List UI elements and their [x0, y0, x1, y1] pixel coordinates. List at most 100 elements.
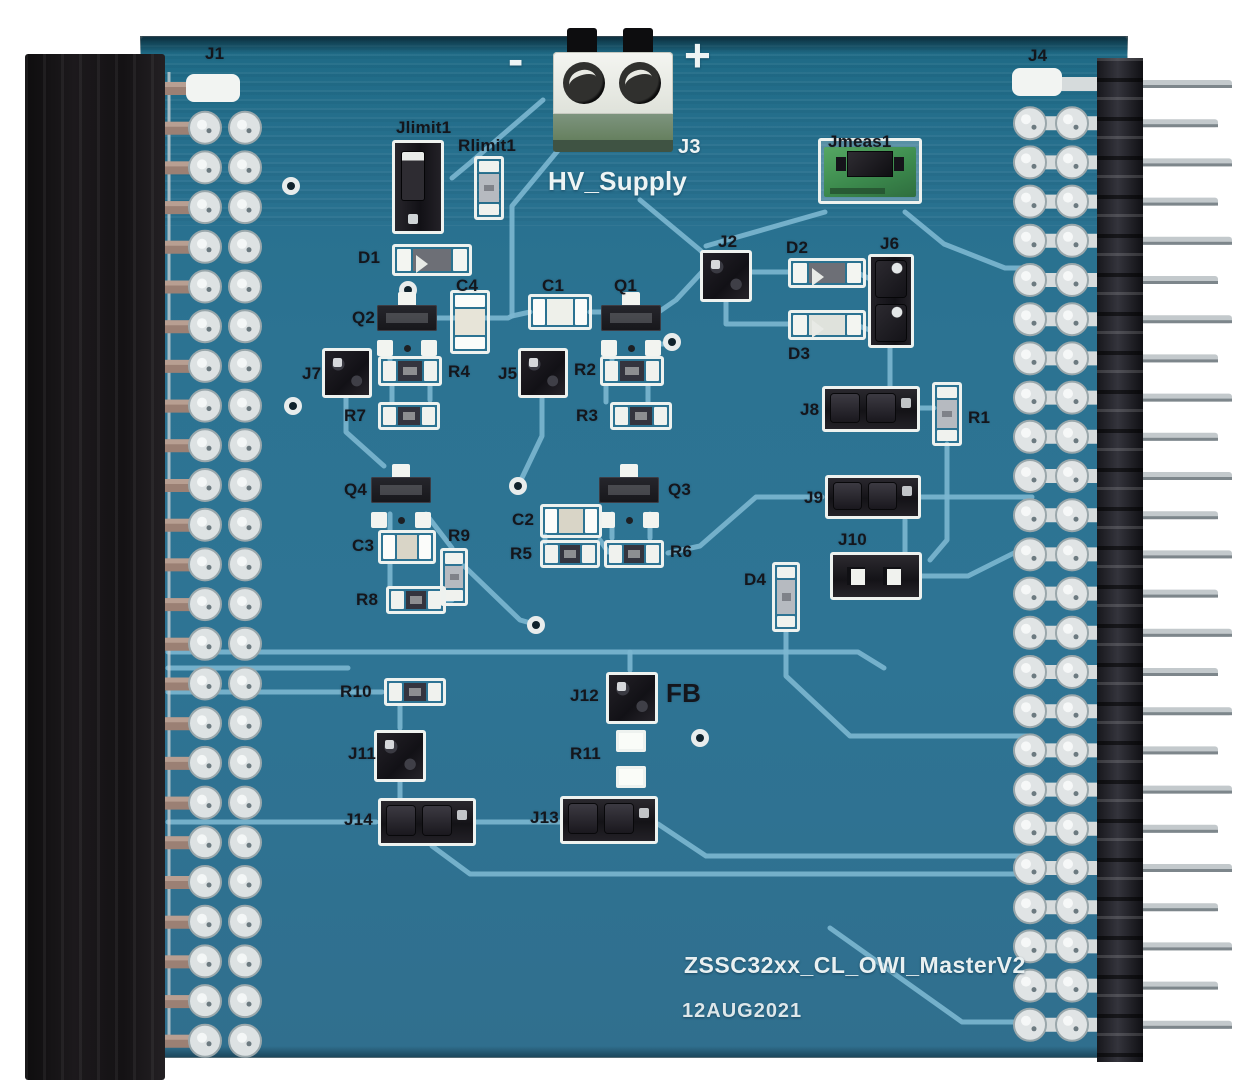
diode-d3 — [788, 310, 866, 340]
designator-q1: Q1 — [614, 276, 638, 295]
copper-trace — [343, 395, 387, 469]
designator-j7: J7 — [302, 364, 322, 383]
jumper-base — [829, 188, 885, 194]
designator-j2: J2 — [718, 232, 738, 251]
designator-d4: D4 — [744, 570, 767, 589]
copper-trace — [915, 541, 1035, 579]
designator-r6: R6 — [670, 542, 693, 561]
copper-trace — [927, 441, 950, 563]
capacitor-c2 — [540, 504, 602, 538]
designator-j13: J13 — [530, 808, 559, 827]
jumper-j13 — [560, 796, 658, 844]
jumper-jlimit1 — [392, 140, 444, 234]
terminal-wire-slot — [623, 28, 653, 56]
resistor-r5 — [540, 540, 600, 568]
transistor-q3 — [596, 464, 662, 528]
diode-d4 — [772, 562, 800, 632]
jumper-j14 — [378, 798, 476, 846]
right-pin-row — [1013, 498, 1218, 533]
copper-trace — [165, 649, 887, 671]
copper-trace — [461, 563, 537, 627]
designator-j6: J6 — [880, 234, 900, 253]
left-edge-connector-j1 — [25, 54, 165, 1080]
resistor-rlimit1 — [474, 156, 504, 220]
right-pin-row — [1013, 811, 1218, 846]
terminal-body — [553, 114, 673, 140]
designator-r9: R9 — [448, 526, 471, 545]
right-pin-row — [1013, 968, 1218, 1003]
designator-j5: J5 — [498, 364, 518, 383]
terminal-wire-slot — [567, 28, 597, 56]
right-pin-row — [1013, 890, 1218, 925]
transistor-q2 — [374, 292, 440, 356]
designator-d1: D1 — [358, 248, 381, 267]
terminal-screw-minus — [563, 62, 605, 104]
diode-d1 — [392, 244, 472, 276]
diode-d2 — [788, 258, 866, 288]
net-hv-supply: HV_Supply — [548, 166, 688, 196]
right-pin-row — [1013, 929, 1232, 964]
designator-rlimit1: Rlimit1 — [458, 136, 517, 155]
copper-trace — [509, 145, 563, 319]
right-pin-row — [1013, 576, 1218, 611]
copper-trace — [902, 209, 1035, 271]
right-pin-row — [1013, 1007, 1232, 1042]
jumper-shunt — [835, 152, 905, 176]
right-pin-row — [1013, 106, 1218, 141]
jumper-jmeas1 — [824, 147, 916, 197]
via-hole — [282, 177, 300, 195]
designator-c4: C4 — [456, 276, 479, 295]
designator-r3: R3 — [576, 406, 599, 425]
designator-j14: J14 — [344, 810, 373, 829]
right-pin-row — [1013, 655, 1218, 689]
polarity-minus: - — [508, 33, 524, 85]
label-fb: FB — [666, 678, 702, 708]
right-pin-row — [1013, 302, 1232, 337]
designator-d2: D2 — [786, 238, 809, 257]
right-pin-row — [1013, 615, 1232, 650]
copper-trace — [517, 395, 545, 485]
via-hole — [663, 333, 681, 351]
capacitor-c1 — [528, 294, 592, 330]
right-pin-row — [1013, 380, 1232, 415]
via-hole — [509, 477, 527, 495]
resistor-r8 — [386, 586, 446, 614]
resistor-r2 — [600, 356, 664, 386]
designator-c1: C1 — [542, 276, 565, 295]
board-bottom-shadow — [140, 1046, 1128, 1058]
designator-j3: J3 — [678, 136, 701, 158]
via-hole — [691, 729, 709, 747]
designator-r4: R4 — [448, 362, 471, 381]
resistor-r9 — [440, 548, 468, 606]
jumper-j7 — [322, 348, 372, 398]
right-pin-row — [1013, 184, 1218, 219]
jumper-jmeas1-silk — [818, 138, 922, 204]
designator-q4: Q4 — [344, 480, 368, 499]
jumper-j6 — [868, 254, 914, 348]
designator-j10: J10 — [838, 530, 867, 549]
right-header-pins — [1012, 68, 1232, 1042]
designator-jlimit1: Jlimit1 — [396, 118, 452, 137]
copper-trace — [449, 97, 546, 181]
right-pin-row — [1013, 772, 1232, 807]
designator-q2: Q2 — [352, 308, 376, 327]
capacitor-c3 — [378, 530, 436, 564]
resistor-r4 — [378, 356, 442, 386]
copper-trace — [723, 293, 791, 327]
resistor-r3 — [610, 402, 672, 430]
designator-j1: J1 — [205, 44, 225, 63]
transistor-q4 — [368, 464, 434, 528]
via-hole — [284, 397, 302, 415]
terminal-screw-plus — [619, 62, 661, 104]
right-pin-header-j4 — [1097, 58, 1143, 1062]
copper-trace — [783, 629, 1033, 739]
resistor-r1 — [932, 382, 962, 446]
jumper-j10 — [830, 552, 922, 600]
right-pin-row — [1013, 223, 1232, 258]
designator-j9: J9 — [804, 488, 824, 507]
designator-r1: R1 — [968, 408, 991, 427]
jumper-j11 — [374, 730, 426, 782]
right-pin-row — [1013, 537, 1232, 572]
resistor-r6 — [604, 540, 664, 568]
resistor-r10 — [384, 678, 446, 706]
